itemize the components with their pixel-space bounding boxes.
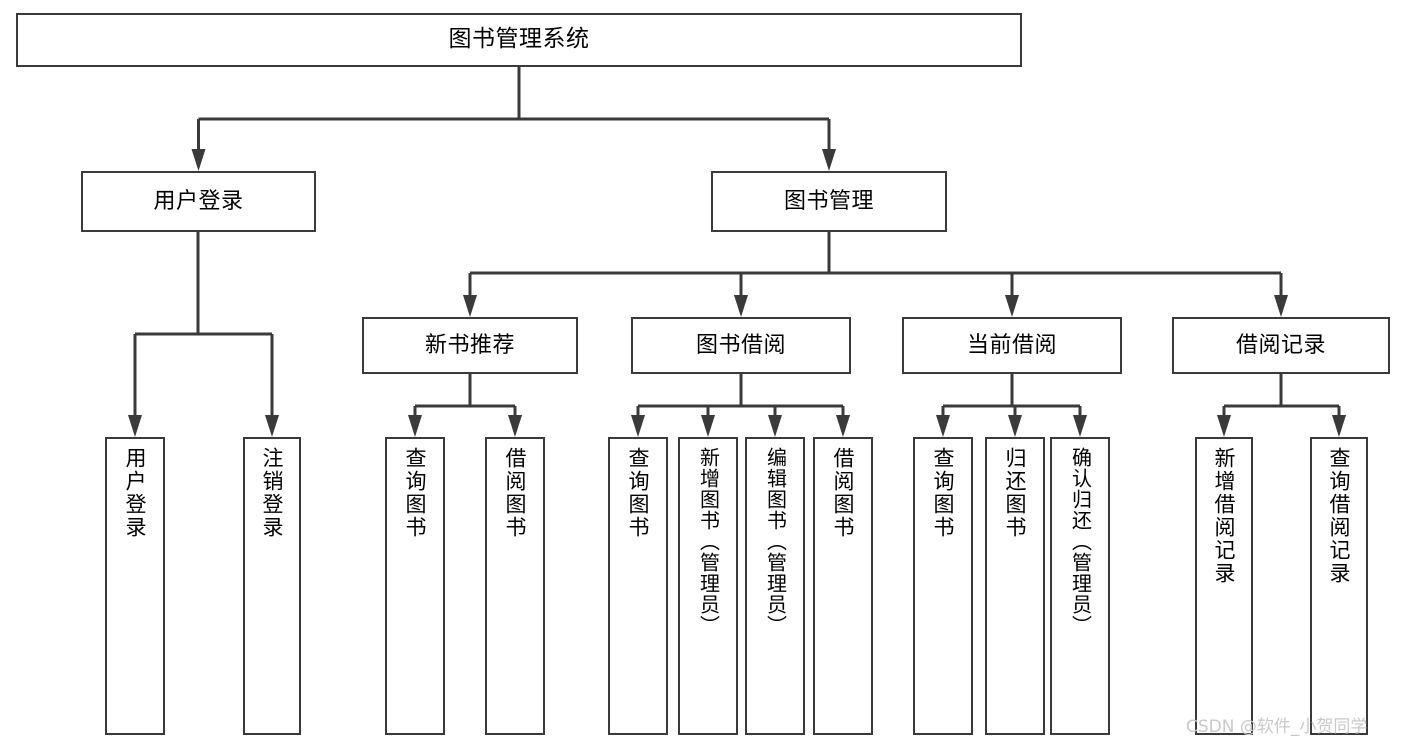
node-l-bbook1[interactable]: 借阅图书 (485, 437, 545, 735)
node-label: 新书推荐 (424, 332, 515, 358)
node-l-addbook[interactable]: 新增图书（管理员） (678, 437, 738, 735)
watermark: CSDN @软件_小贺同学 (1186, 717, 1368, 737)
node-label: 图书管理 (783, 188, 874, 214)
node-label: 查询图书 (626, 447, 651, 539)
node-label: 图书管理系统 (448, 26, 590, 53)
node-l-bbook2[interactable]: 借阅图书 (813, 437, 873, 735)
node-label: 查询图书 (931, 447, 956, 539)
node-borrow[interactable]: 图书借阅 (631, 317, 851, 374)
node-newbook[interactable]: 新书推荐 (362, 317, 578, 374)
node-label: 注销登录 (260, 447, 285, 539)
node-label: 新增借阅记录 (1212, 447, 1237, 585)
node-label: 确认归还（管理员） (1068, 447, 1093, 636)
node-l-qbook1[interactable]: 查询图书 (385, 437, 445, 735)
node-login[interactable]: 用户登录 (81, 171, 316, 232)
node-label: 借阅记录 (1235, 332, 1326, 358)
node-records[interactable]: 借阅记录 (1172, 317, 1390, 374)
node-bookmgmt[interactable]: 图书管理 (711, 171, 947, 232)
node-label: 图书借阅 (695, 332, 786, 358)
node-label: 新增图书（管理员） (696, 447, 721, 636)
node-label: 借阅图书 (503, 447, 528, 539)
node-l-return[interactable]: 归还图书 (985, 437, 1045, 735)
node-current[interactable]: 当前借阅 (902, 317, 1122, 374)
node-label: 归还图书 (1003, 447, 1028, 539)
node-label: 借阅图书 (831, 447, 856, 539)
node-label: 查询图书 (403, 447, 428, 539)
node-l-qbook3[interactable]: 查询图书 (913, 437, 973, 735)
node-l-confirm[interactable]: 确认归还（管理员） (1050, 437, 1110, 735)
node-label: 查询借阅记录 (1327, 447, 1352, 585)
node-label: 编辑图书（管理员） (763, 447, 788, 636)
node-l-qbook2[interactable]: 查询图书 (608, 437, 668, 735)
node-label: 当前借阅 (966, 332, 1057, 358)
node-label: 用户登录 (153, 188, 244, 214)
node-l-login[interactable]: 用户登录 (105, 437, 165, 735)
node-label: 用户登录 (123, 447, 148, 539)
node-l-qrec[interactable]: 查询借阅记录 (1310, 437, 1368, 735)
node-l-addrec[interactable]: 新增借阅记录 (1195, 437, 1253, 735)
node-root[interactable]: 图书管理系统 (16, 13, 1022, 67)
node-l-logout[interactable]: 注销登录 (243, 437, 301, 735)
node-l-editbook[interactable]: 编辑图书（管理员） (745, 437, 805, 735)
